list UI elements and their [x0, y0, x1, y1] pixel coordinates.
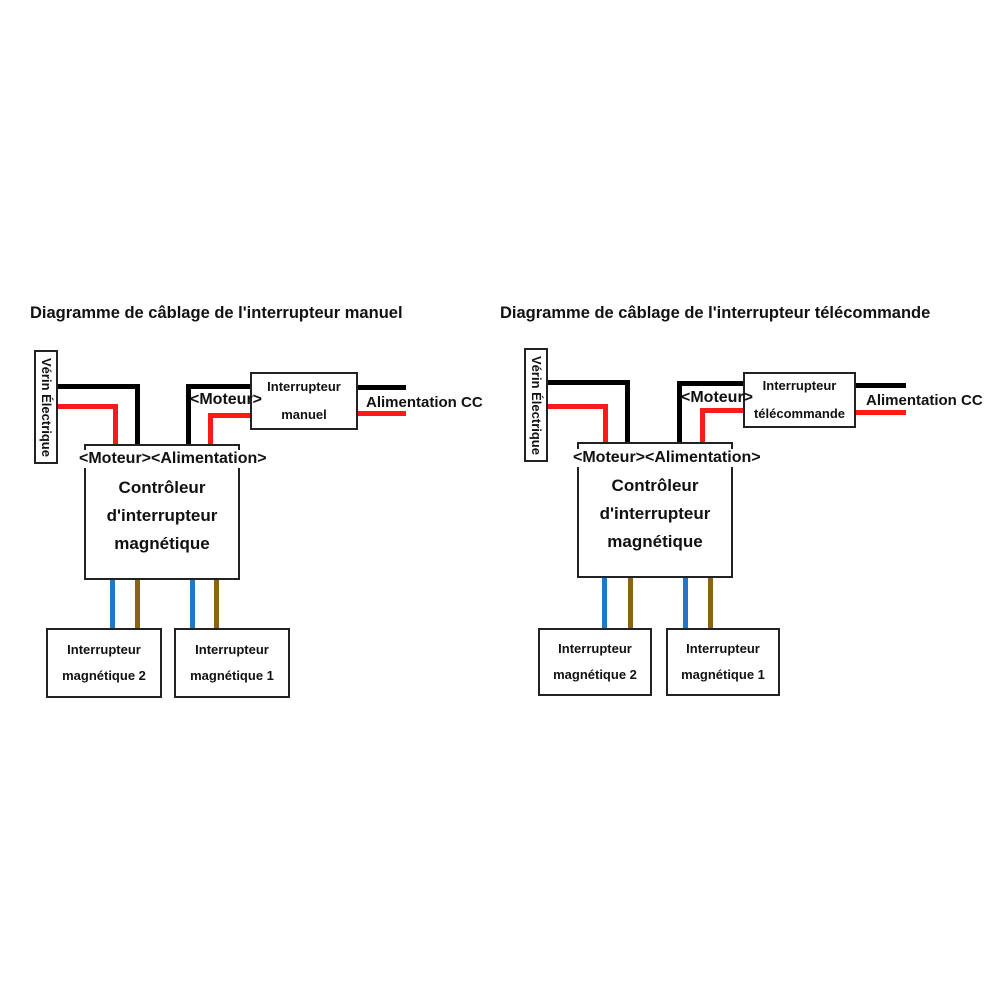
wire-red [700, 408, 705, 444]
controller-label-line: Contrôleur [611, 476, 699, 495]
actuator-box: Vérin Électrique [524, 348, 548, 462]
sensor-label-line: magnétique 2 [553, 667, 637, 682]
wire-red [113, 404, 118, 446]
diagram-manual: Diagramme de câblage de l'interrupteur m… [30, 304, 483, 698]
wire-black [186, 384, 191, 446]
wire-black [58, 384, 140, 389]
wire-brown [628, 576, 633, 630]
sensor-label-line: magnétique 1 [681, 667, 765, 682]
sensor-label-line: magnétique 1 [190, 668, 274, 683]
wire-black [548, 380, 630, 385]
port-tags: <Moteur><Alimentation> [78, 450, 268, 468]
controller-label-line: d'interrupteur [106, 506, 218, 525]
controller-label-line: magnétique [114, 534, 210, 553]
switch-label-line: Interrupteur [762, 378, 837, 393]
wire-red [208, 413, 252, 418]
wire-brown [708, 576, 713, 630]
sensor-label-line: Interrupteur [67, 642, 141, 657]
diagram-remote: Diagramme de câblage de l'interrupteur t… [492, 0, 992, 1000]
diagram-title: Diagramme de câblage de l'interrupteur t… [500, 304, 931, 322]
wire-red [548, 404, 608, 409]
magnetic-switch-1-box: Interrupteur magnétique 1 [666, 628, 780, 696]
motor-tag: <Moteur> [190, 391, 263, 408]
controller-label-line: magnétique [607, 532, 703, 551]
wire-black [625, 380, 630, 444]
wire-red [208, 413, 213, 446]
controller-label-line: d'interrupteur [599, 504, 711, 523]
sensor-label-line: Interrupteur [558, 641, 632, 656]
wire-black [356, 385, 406, 390]
manual-switch-box: Interrupteur manuel [250, 372, 358, 430]
wire-red [356, 411, 406, 416]
sensor-label-line: Interrupteur [686, 641, 760, 656]
wire-blue [190, 578, 195, 630]
diagram-title: Diagramme de câblage de l'interrupteur m… [30, 304, 403, 322]
wire-blue [110, 578, 115, 630]
port-tags: <Moteur><Alimentation> [572, 449, 762, 467]
wire-brown [214, 578, 219, 630]
switch-label-line: manuel [281, 407, 327, 422]
power-label: Alimentation CC [866, 392, 983, 409]
wire-black [854, 383, 906, 388]
switch-label-line: télécommande [753, 406, 846, 421]
motor-tag: <Moteur> [681, 389, 754, 406]
wire-red [854, 410, 906, 415]
remote-switch-box: Interrupteur télécommande [743, 372, 856, 428]
actuator-box: Vérin Électrique [34, 350, 58, 464]
wire-black [186, 384, 252, 389]
switch-label-line: Interrupteur [267, 379, 341, 394]
controller-label-line: Contrôleur [118, 478, 206, 497]
wire-blue [683, 576, 688, 630]
magnetic-switch-1-box: Interrupteur magnétique 1 [174, 628, 290, 698]
actuator-label: Vérin Électrique [529, 356, 544, 455]
sensor-label-line: magnétique 2 [62, 668, 146, 683]
wire-black [135, 384, 140, 446]
sensor-label-line: Interrupteur [195, 642, 269, 657]
wire-red [603, 404, 608, 444]
wire-black [677, 381, 682, 444]
actuator-label: Vérin Électrique [39, 358, 54, 457]
magnetic-switch-2-box: Interrupteur magnétique 2 [538, 628, 652, 696]
wire-blue [602, 576, 607, 630]
magnetic-switch-2-box: Interrupteur magnétique 2 [46, 628, 162, 698]
wire-brown [135, 578, 140, 630]
wire-red [58, 404, 118, 409]
wire-black [677, 381, 745, 386]
power-label: Alimentation CC [366, 394, 483, 411]
wire-red [700, 408, 745, 413]
